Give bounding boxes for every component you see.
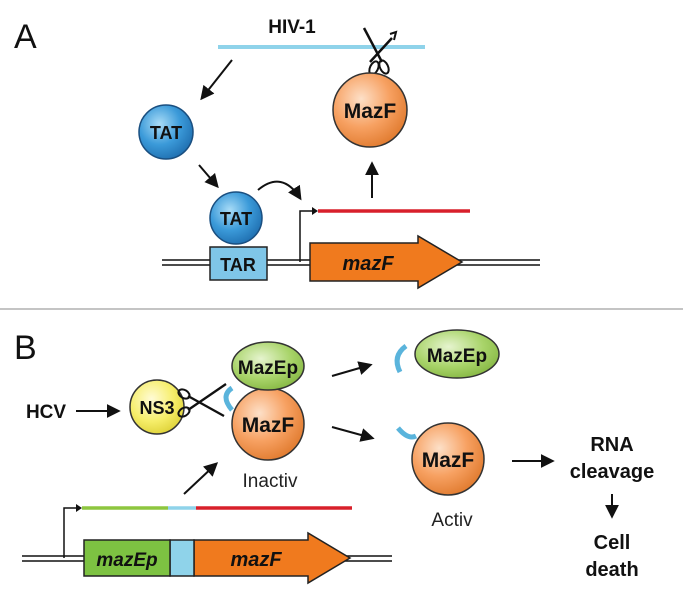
panel-b-letter: B [14, 329, 37, 367]
tat-bound [209, 191, 263, 245]
mazf-protein-a-label: MazF [344, 100, 397, 123]
linker-free-mazf [396, 426, 418, 440]
mazf-gene-b [193, 531, 352, 585]
hiv-label: HIV-1 [268, 17, 316, 38]
mazep-gene-label: mazEp [96, 550, 157, 571]
promoter-b [63, 507, 78, 558]
mazep-gene-b [83, 539, 171, 577]
mazf-gene-a-label: mazF [342, 253, 394, 275]
arrow-icon [76, 504, 82, 512]
mazf-gene-a [309, 234, 464, 290]
scissors-icon [362, 27, 398, 76]
arrow-icon [312, 207, 318, 215]
tat-bound-label: TAT [220, 209, 252, 229]
panel-a-letter: A [14, 18, 37, 56]
promoter-a [299, 210, 314, 262]
arrow-icon [331, 361, 373, 377]
outcome-cell-line-1: Cell [594, 532, 631, 554]
outcome-rna-line-2: cleavage [570, 461, 655, 483]
arrow-icon [331, 426, 375, 442]
scissors-icon [177, 383, 227, 418]
outcome-cell-line-2: death [585, 559, 638, 581]
tar-label: TAR [220, 255, 256, 275]
inactive-label: Inactiv [243, 471, 298, 492]
mazf-protein-a [332, 72, 408, 148]
outcome-rna-line-1: RNA [590, 434, 633, 456]
mazep-free-label: MazEp [427, 346, 487, 367]
hcv-label: HCV [26, 402, 66, 423]
arrow-icon [198, 164, 219, 189]
tar-box [209, 246, 268, 281]
mazf-active [411, 422, 485, 496]
mazf-bound-label: MazF [242, 414, 295, 437]
linker-bound [223, 385, 234, 412]
tat-free-label: TAT [150, 123, 182, 143]
mazf-active-label: MazF [422, 449, 475, 472]
mazep-free [414, 329, 500, 379]
arrow-icon [257, 180, 302, 201]
mazep-bound-label: MazEp [238, 358, 298, 379]
tat-free [138, 104, 194, 160]
active-label: Activ [431, 510, 473, 531]
linker-gene-segment [169, 539, 195, 577]
linker-free-mazep [394, 343, 408, 374]
arrow-icon [200, 59, 233, 101]
arrow-icon [183, 462, 219, 495]
mazep-bound [231, 341, 305, 391]
mazf-gene-b-label: mazF [230, 549, 282, 571]
ns3-label: NS3 [139, 398, 174, 418]
